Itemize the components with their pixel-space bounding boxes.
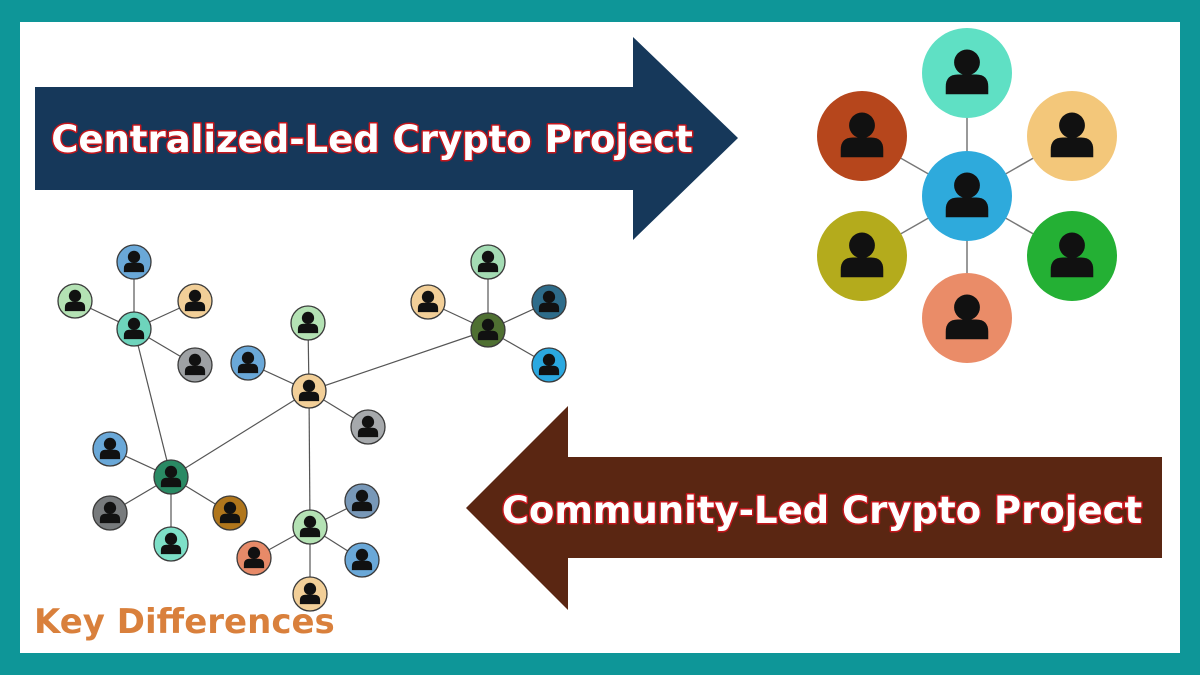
network-node: [116, 244, 152, 280]
network-node: [292, 509, 328, 545]
network-node: [291, 373, 327, 409]
network-node: [410, 284, 446, 320]
spoke-node: [922, 28, 1012, 118]
centralized-network-nodes: [817, 28, 1117, 363]
hub-node: [922, 151, 1012, 241]
spoke-node: [922, 273, 1012, 363]
network-node: [470, 244, 506, 280]
decentralized-network: [57, 244, 567, 612]
network-node: [153, 459, 189, 495]
network-node: [92, 495, 128, 531]
decentralized-network-nodes: [57, 244, 567, 612]
network-node: [212, 495, 248, 531]
community-arrow: Community-Led Crypto Project: [466, 406, 1162, 610]
spoke-node: [817, 91, 907, 181]
community-label: Community-Led Crypto Project: [502, 489, 1142, 532]
network-node: [470, 312, 506, 348]
centralized-arrow-shape: [35, 37, 738, 240]
network-node: [531, 284, 567, 320]
centralized-network: [817, 28, 1117, 363]
footer-label: Key Differences: [34, 602, 335, 642]
spoke-node: [817, 211, 907, 301]
network-node: [236, 540, 272, 576]
network-node: [290, 305, 326, 341]
network-node: [92, 431, 128, 467]
network-node: [350, 409, 386, 445]
spoke-node: [1027, 211, 1117, 301]
centralized-label: Centralized-Led Crypto Project: [51, 118, 693, 161]
network-node: [344, 542, 380, 578]
network-node: [230, 345, 266, 381]
network-node: [531, 347, 567, 383]
network-node: [57, 283, 93, 319]
spoke-node: [1027, 91, 1117, 181]
network-node: [344, 483, 380, 519]
network-node: [177, 347, 213, 383]
centralized-arrow: Centralized-Led Crypto Project: [35, 37, 738, 240]
network-node: [153, 526, 189, 562]
network-node: [292, 576, 328, 612]
community-arrow-shape: [466, 406, 1162, 610]
network-node: [177, 283, 213, 319]
network-node: [116, 311, 152, 347]
